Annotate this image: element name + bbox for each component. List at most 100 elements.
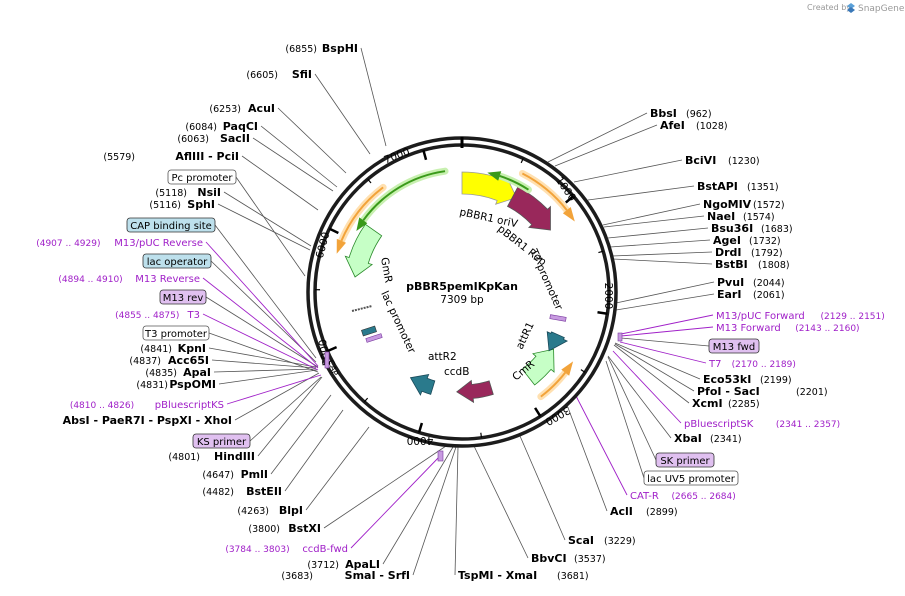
feature-lac-green-arc-head (487, 171, 502, 181)
site-label: PvuI (717, 276, 744, 289)
watermark-prefix: Created by (807, 3, 851, 12)
site-position: (2201) (796, 387, 828, 398)
ruler-minor-tick (598, 250, 604, 254)
site-position: (1230) (728, 156, 760, 167)
site-label: ApaI (183, 366, 211, 379)
site-position: (3537) (574, 554, 606, 565)
box-t3-promoter: T3 promoter (142, 325, 210, 341)
feature-gmr-green-arc-head (356, 217, 368, 231)
leader-line (314, 73, 371, 155)
site-position: (2341) (710, 434, 742, 445)
site-label: EarI (717, 288, 741, 301)
site-position: (4841) (140, 344, 172, 355)
leader-line (277, 107, 347, 174)
site-position: (1574) (743, 212, 775, 223)
leader-line (202, 277, 319, 369)
site-label: AcuI (248, 102, 275, 115)
ruler-tick-label: 2000 (602, 283, 614, 310)
site-label: BspHI (322, 42, 358, 55)
leader-line (614, 342, 701, 380)
ruler-minor-tick (363, 397, 369, 403)
site-position: (3229) (604, 536, 636, 547)
svg-text:lac UV5 promoter: lac UV5 promoter (647, 474, 736, 485)
box-sk-primer: SK primer (655, 452, 715, 468)
leader-line (547, 112, 648, 163)
site-label: BstAPI (697, 180, 738, 193)
ruler-tick (417, 422, 424, 433)
leader-line (454, 446, 459, 576)
site-label: ApaLI (345, 558, 380, 571)
site-label: SacII (220, 132, 250, 145)
svg-text:lac operator: lac operator (147, 257, 208, 268)
leader-line (573, 159, 683, 183)
feature-ccdb (456, 379, 494, 404)
site-label: TspMI - XmaI (458, 569, 537, 582)
site-label: AbsI - PaeR7I - PspXI - XhoI (63, 414, 232, 427)
leader-lines (205, 47, 715, 576)
leader-line (620, 326, 714, 337)
site-label: BciVI (685, 154, 716, 167)
feature-primer-mark (365, 333, 383, 343)
site-label: DrdI (715, 246, 742, 259)
leader-line (620, 337, 710, 347)
svg-text:CAP binding site: CAP binding site (130, 221, 212, 232)
leader-line (607, 227, 709, 239)
feature-cmr-promoter-arc (540, 372, 567, 398)
leader-line (350, 454, 442, 549)
feature-primer-mark-right (549, 314, 567, 322)
leader-line (270, 394, 332, 475)
feature-label-gmr: GmR (378, 256, 394, 283)
primer-range: (4855 .. 4875) (115, 311, 179, 321)
leader-line (210, 260, 317, 363)
site-position: (4263) (237, 506, 269, 517)
ruler-minor-tick (367, 178, 372, 184)
site-position: (1792) (751, 248, 783, 259)
site-label: BbsI (650, 107, 677, 120)
leader-line (284, 409, 344, 492)
leader-line (614, 343, 695, 392)
leader-line (208, 347, 317, 368)
feature-lac-green-arc (499, 175, 529, 191)
feature-attr2 (409, 373, 436, 396)
leader-line (605, 360, 645, 479)
primer-range: (2170 .. 2189) (732, 360, 796, 370)
primer-label: pBluescriptSK (684, 419, 754, 430)
ruler-minor-tick (580, 369, 586, 373)
leader-line (602, 203, 701, 226)
primer-label: ccdB-fwd (302, 544, 348, 555)
primer-label: M13 Forward (716, 323, 781, 334)
site-position: (6063) (177, 134, 209, 145)
box-m13-rev: M13 rev (159, 289, 207, 305)
primer-label: T3 (187, 310, 200, 321)
site-label: BstXI (288, 522, 321, 535)
leader-line (252, 137, 334, 192)
leader-line (202, 313, 319, 371)
primer-label: T7 (708, 359, 721, 370)
box-lac-uv5-promoter: lac UV5 promoter (643, 470, 739, 486)
box-m13-fwd: M13 fwd (708, 338, 760, 354)
leader-line (613, 344, 690, 404)
site-position: (3712) (307, 560, 339, 571)
ruler-tick (534, 407, 542, 418)
feature-gmr (344, 223, 383, 278)
site-position: (2285) (728, 399, 760, 410)
leader-line (235, 176, 306, 277)
feature-pc-promoter-arc (340, 186, 384, 242)
leader-line (205, 296, 319, 368)
primer-range: (2665 .. 2684) (672, 492, 736, 502)
site-label: AflIII - PciI (175, 150, 239, 163)
leader-line (360, 47, 387, 147)
site-label: KpnI (178, 342, 206, 355)
leader-line (260, 125, 338, 188)
svg-text:SK primer: SK primer (660, 456, 710, 467)
leader-line (208, 332, 319, 373)
site-label: NaeI (707, 210, 735, 223)
site-label: NsiI (197, 186, 221, 199)
feature-cmr-promoter-arc-head (561, 361, 574, 376)
site-position: (1732) (749, 236, 781, 247)
leader-line (615, 281, 715, 304)
feature-label-ccdb: ccdB (444, 366, 469, 378)
site-position: (1028) (696, 121, 728, 132)
primer-range: (2129 .. 2151) (821, 312, 885, 322)
ruler-tick (328, 227, 339, 235)
